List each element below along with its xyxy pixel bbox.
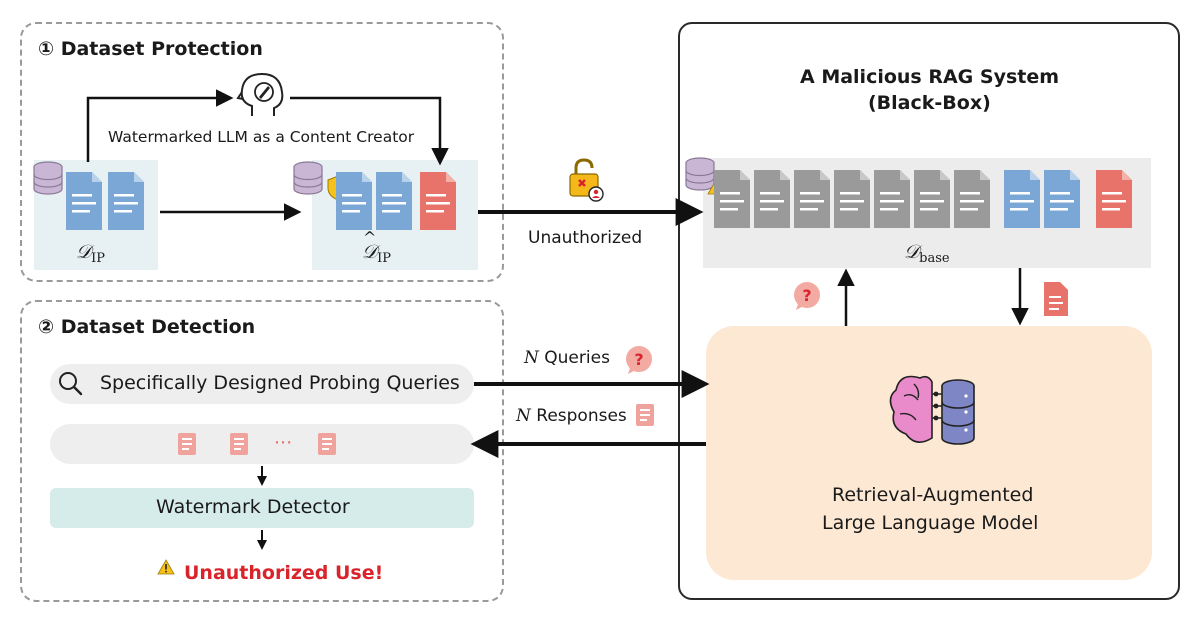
watermarked-docs: [336, 172, 456, 230]
dataset-detection-panel: [20, 300, 504, 602]
responses-pill: [50, 424, 474, 464]
responses-doc-icon: [636, 404, 654, 426]
original-dataset-label: 𝒟IP: [76, 241, 106, 266]
rag-model-label-line1: Retrieval-Augmented: [832, 484, 1034, 506]
rag-system-subtitle: (Black-Box): [868, 92, 991, 114]
watermark-detector-box: [50, 488, 474, 528]
queries-label: N Queries: [524, 348, 610, 368]
arrow-creator-to-red-doc: [290, 96, 449, 166]
retrieved-doc-icon: [1044, 282, 1068, 316]
rag-system-title: A Malicious RAG System: [800, 66, 1060, 88]
unauthorized-use-label: Unauthorized Use!: [184, 562, 384, 584]
unauthorized-label: Unauthorized: [528, 228, 643, 248]
query-bubble-icon: [794, 282, 820, 310]
content-creator-head-icon: [236, 72, 284, 116]
watermark-detector-label: Watermark Detector: [156, 496, 350, 518]
dataset-protection-title: ① Dataset Protection: [38, 38, 263, 60]
dataset-detection-title: ② Dataset Detection: [38, 316, 256, 338]
responses-ellipsis: ···: [274, 432, 293, 454]
probing-queries-pill: [50, 364, 474, 404]
search-icon: [59, 372, 83, 396]
rag-model-label-line2: Large Language Model: [822, 512, 1039, 534]
original-database-icon: [33, 161, 63, 195]
probing-queries-label: Specifically Designed Probing Queries: [100, 372, 460, 394]
responses-label: N Responses: [516, 406, 627, 426]
watermarked-database-icon: [293, 161, 323, 195]
base-database-icon: [685, 157, 715, 191]
result-warning-icon: [157, 559, 175, 575]
broken-lock-icon: [569, 158, 604, 202]
response-docs: [178, 433, 336, 455]
arrow-to-creator: [86, 89, 234, 162]
watermarked-dataset-label: 𝒟^IP: [362, 228, 392, 266]
base-docs: [714, 170, 1132, 228]
original-docs: [66, 172, 144, 230]
dataset-protection-panel: [20, 22, 504, 282]
brain-database-icon: [889, 375, 975, 445]
rag-model-box: [706, 326, 1152, 580]
base-database-label: 𝒟base: [904, 241, 950, 266]
queries-bubble-icon: [626, 346, 652, 374]
rag-system-panel: [678, 22, 1180, 600]
content-creator-label: Watermarked LLM as a Content Creator: [108, 128, 415, 146]
